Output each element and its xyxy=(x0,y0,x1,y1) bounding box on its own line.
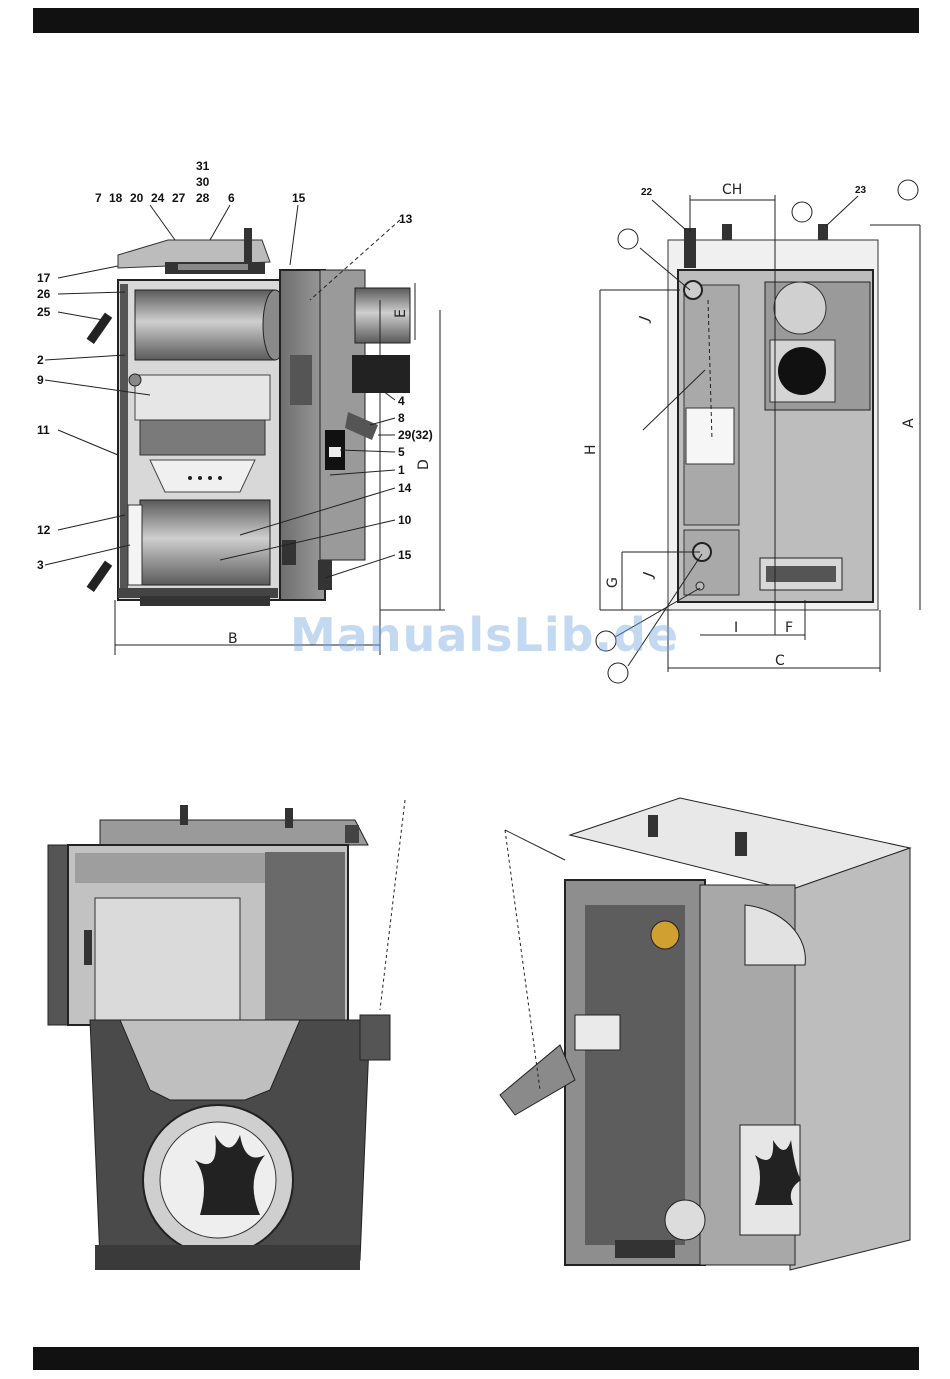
callout-6: 6 xyxy=(228,191,235,205)
dimension-ch: CH xyxy=(722,182,742,198)
dimension-f: F xyxy=(785,620,793,636)
callout-8: 8 xyxy=(398,411,405,425)
callout-15-bottom: 15 xyxy=(398,548,412,562)
callout-1: 1 xyxy=(398,463,405,477)
callout-28: 28 xyxy=(196,191,210,205)
callout-31: 31 xyxy=(196,159,210,173)
callout-13: 13 xyxy=(399,212,413,226)
front-section-view xyxy=(87,228,410,606)
dimension-j-upper: J xyxy=(636,314,653,324)
callout-14: 14 xyxy=(398,481,412,495)
dimension-a: A xyxy=(901,418,917,428)
dimension-j-lower: J xyxy=(640,570,657,580)
callout-22: 22 xyxy=(641,187,653,198)
callout-26: 26 xyxy=(37,287,51,301)
dimension-i: I xyxy=(734,620,738,636)
dimension-c: C xyxy=(775,653,785,669)
callout-24: 24 xyxy=(151,191,165,205)
cutaway-rear-illustration xyxy=(500,798,910,1270)
callout-2: 2 xyxy=(37,353,44,367)
callout-5: 5 xyxy=(398,445,405,459)
callout-30: 30 xyxy=(196,175,210,189)
dimension-g: G xyxy=(605,577,621,588)
callout-9: 9 xyxy=(37,373,44,387)
watermark: ManualsLib.de xyxy=(290,608,679,662)
callout-7: 7 xyxy=(95,191,102,205)
callout-20: 20 xyxy=(130,191,144,205)
callout-4: 4 xyxy=(398,394,405,408)
dimension-d: D xyxy=(416,459,432,470)
callout-29-32: 29(32) xyxy=(398,428,433,442)
callout-12: 12 xyxy=(37,523,51,537)
callout-3: 3 xyxy=(37,558,44,572)
callout-11: 11 xyxy=(37,423,50,437)
dimension-h: H xyxy=(583,444,599,455)
callout-15-top: 15 xyxy=(292,191,306,205)
dimension-b: B xyxy=(228,631,238,647)
callout-10: 10 xyxy=(398,513,412,527)
dimension-e: E xyxy=(393,309,409,318)
callout-23: 23 xyxy=(855,185,867,196)
cutaway-front-illustration xyxy=(48,800,405,1270)
callout-18: 18 xyxy=(109,191,123,205)
callout-17: 17 xyxy=(37,271,51,285)
callout-27: 27 xyxy=(172,191,186,205)
callout-25: 25 xyxy=(37,305,51,319)
